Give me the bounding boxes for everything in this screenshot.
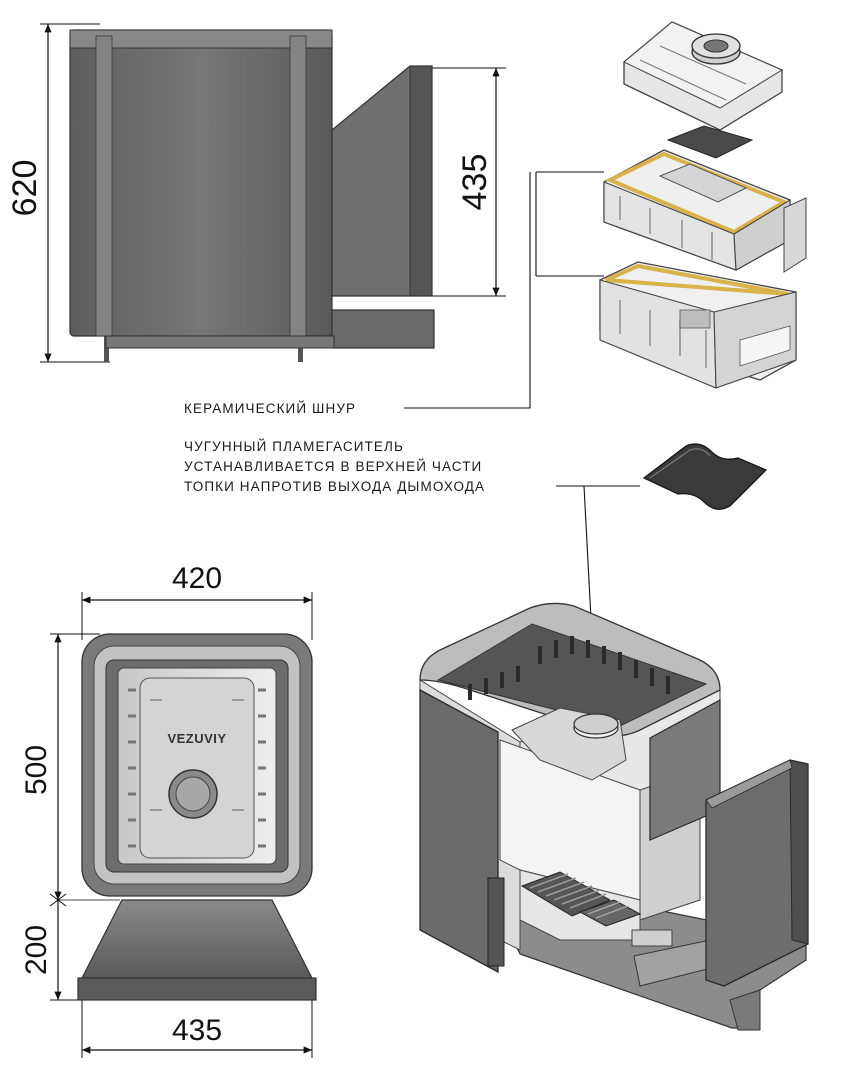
dim-435-side: 435 [456,154,494,211]
dim-500: 500 [20,745,53,795]
brand-logo: VEZUVIY [167,731,226,746]
flue-plate [666,125,754,159]
annotations: КЕРАМИЧЕСКИЙ ШНУР ЧУГУННЫЙ ПЛАМЕГАСИТЕЛЬ… [184,171,640,791]
side-view: 620 435 [6,23,506,363]
upper-segment [603,149,807,273]
dim-435-bottom: 435 [172,1014,222,1047]
lower-segment [599,261,797,389]
label-flame-line3: ТОПКИ НАПРОТИВ ВЫХОДА ДЫМОХОДА [184,479,485,494]
grate [520,871,642,927]
firebox-base [81,899,313,979]
dim-420: 420 [172,562,222,595]
label-flame-line2: УСТАНАВЛИВАЕТСЯ В ВЕРХНЕЙ ЧАСТИ [184,459,482,474]
dim-200: 200 [20,925,53,975]
cutaway-view [419,602,809,1031]
top-view: 420 500 200 VEZUVIY 435 [20,562,317,1058]
flame-arrester [642,443,768,510]
label-flame-line1: ЧУГУННЫЙ ПЛАМЕГАСИТЕЛЬ [184,439,404,454]
top-lid [623,21,784,131]
dim-620: 620 [6,160,44,217]
label-ceramic-cord: КЕРАМИЧЕСКИЙ ШНУР [184,401,356,416]
exploded-parts [599,21,807,510]
left-side-panel [419,688,499,974]
